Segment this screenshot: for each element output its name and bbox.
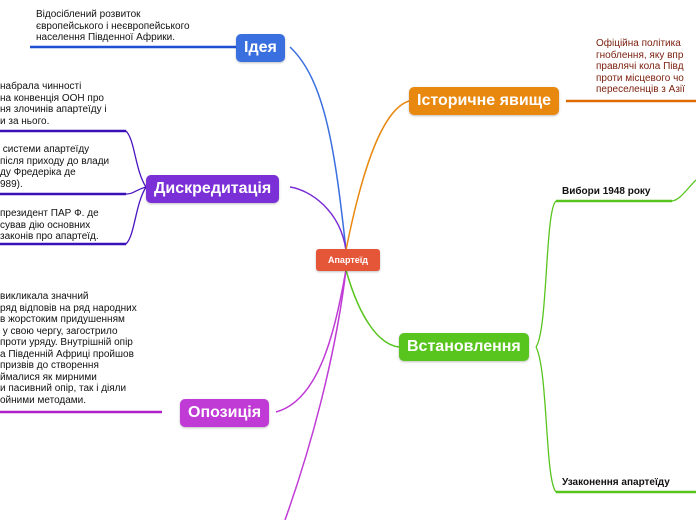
sub-vybory[interactable]: Вибори 1948 року	[562, 186, 651, 197]
branch-istorychne[interactable]: Історичне явище	[409, 87, 560, 115]
central-node-label: Апартеїд	[328, 255, 368, 265]
branch-opozytsiya-label: Опозиція	[188, 404, 262, 421]
branch-istorychne-label: Історичне явище	[417, 92, 552, 109]
branch-vstanovlennya[interactable]: Встановлення	[399, 333, 529, 361]
central-node[interactable]: Апартеїд	[316, 249, 380, 271]
note-dyskredytatsiya-3: президент ПАР Ф. де сував дію основних з…	[0, 208, 99, 242]
branch-opozytsiya[interactable]: Опозиція	[180, 399, 270, 427]
note-opozytsiya: викликала значний ряд відповів на ряд на…	[0, 291, 137, 406]
branch-dyskredytatsiya-label: Дискредитація	[154, 180, 272, 197]
note-istorychne: Офіційна політика гноблення, яку впр пра…	[596, 38, 685, 95]
sub-uzakonennya[interactable]: Узаконення апартеїду	[562, 477, 670, 488]
branch-dyskredytatsiya[interactable]: Дискредитація	[146, 175, 280, 203]
branch-ideya[interactable]: Ідея	[236, 34, 285, 62]
note-dyskredytatsiya-1: набрала чинності на конвенція ООН про ня…	[0, 81, 107, 127]
note-dyskredytatsiya-2: системи апартеїду після приходу до влади…	[0, 144, 110, 190]
branch-ideya-label: Ідея	[244, 39, 277, 56]
note-ideya: Відосіблений розвиток європейського і не…	[36, 9, 190, 43]
branch-vstanovlennya-label: Встановлення	[407, 338, 521, 355]
